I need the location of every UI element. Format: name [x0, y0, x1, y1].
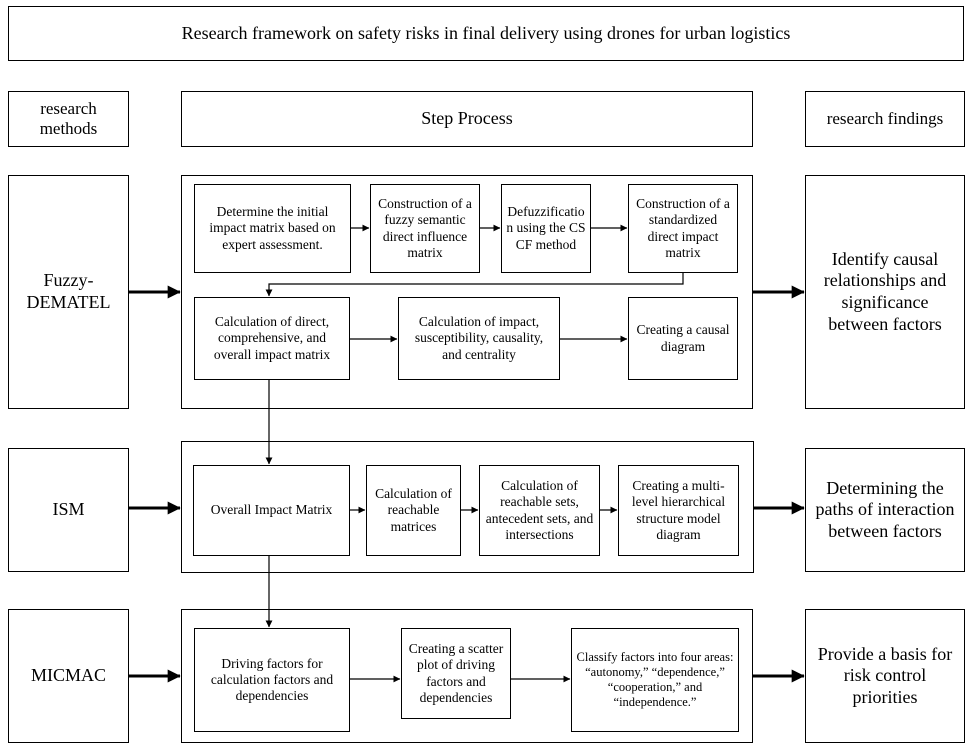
process-container-ism [181, 441, 754, 573]
process-container-fuzzy-dematel [181, 175, 753, 409]
step-initial-impact-matrix: Determine the initial impact matrix base… [194, 184, 351, 273]
method-ism: ISM [8, 448, 129, 572]
step-fuzzy-semantic-matrix: Construction of a fuzzy semantic direct … [370, 184, 480, 273]
process-container-micmac [181, 609, 753, 743]
finding-risk-control-priorities: Provide a basis for risk control priorit… [805, 609, 965, 743]
step-driving-factors: Driving factors for calculation factors … [194, 628, 350, 732]
step-causal-diagram: Creating a causal diagram [628, 297, 738, 380]
step-hierarchical-model: Creating a multi-level hierarchical stru… [618, 465, 739, 556]
step-classify-factors: Classify factors into four areas: “auton… [571, 628, 739, 732]
step-standardized-matrix: Construction of a standardized direct im… [628, 184, 738, 273]
finding-interaction-paths: Determining the paths of interaction bet… [805, 448, 965, 572]
step-reachable-matrices: Calculation of reachable matrices [366, 465, 461, 556]
header-research-methods: research methods [8, 91, 129, 147]
method-micmac: MICMAC [8, 609, 129, 743]
method-fuzzy-dematel: Fuzzy-DEMATEL [8, 175, 129, 409]
step-scatter-plot: Creating a scatter plot of driving facto… [401, 628, 511, 719]
finding-causal-relationships: Identify causal relationships and signif… [805, 175, 965, 409]
step-defuzzification: Defuzzification using the CSCF method [501, 184, 591, 273]
step-reachable-sets: Calculation of reachable sets, anteceden… [479, 465, 600, 556]
step-overall-impact-matrix-calc: Calculation of direct, comprehensive, an… [194, 297, 350, 380]
header-step-process: Step Process [181, 91, 753, 147]
header-research-findings: research findings [805, 91, 965, 147]
step-overall-impact-matrix: Overall Impact Matrix [193, 465, 350, 556]
diagram-title: Research framework on safety risks in fi… [8, 6, 964, 61]
step-impact-susceptibility: Calculation of impact, susceptibility, c… [398, 297, 560, 380]
